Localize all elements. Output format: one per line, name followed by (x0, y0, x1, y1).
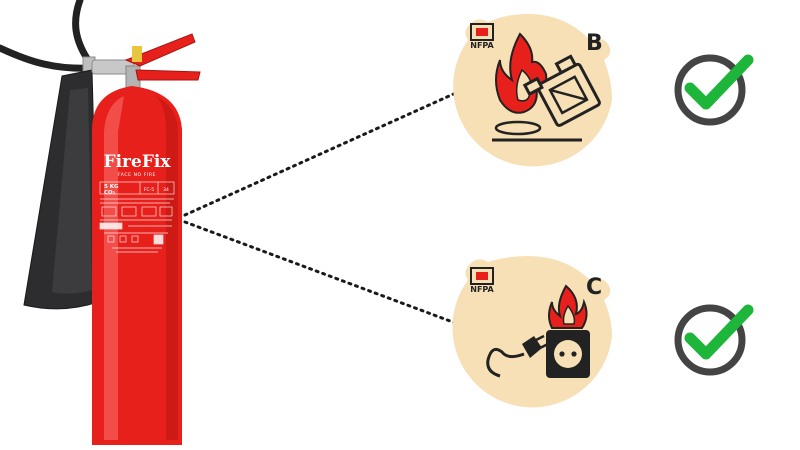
brand-name: FireFix (104, 152, 172, 172)
electrical-plug-socket-fire-icon (486, 284, 590, 378)
safety-seal (132, 46, 142, 62)
carry-handle[interactable] (135, 69, 201, 81)
nfpa-badge-b: NFPA (470, 23, 495, 50)
rating-panel (99, 181, 175, 195)
check-mark-class-b-icon (674, 54, 754, 126)
check-mark-class-c-icon (674, 304, 754, 376)
rating-cell-2: FC-5 (144, 187, 154, 193)
flammable-liquid-fuel-can-fire-icon (492, 32, 601, 142)
brand-tagline: FACE NO FIRE (118, 172, 156, 178)
fire-class-c-panel: NFPA C (452, 256, 612, 408)
class-b-letter: B (586, 31, 603, 56)
fire-class-b-panel: NFPA B (453, 14, 612, 167)
nfpa-label-c: NFPA (470, 285, 494, 294)
discharge-horn-shade (52, 88, 92, 294)
nfpa-badge-c: NFPA (470, 267, 495, 294)
connector-line-class-b (183, 90, 460, 217)
nfpa-label-b: NFPA (470, 41, 494, 50)
fire-extinguisher: FireFix FACE NO FIRE 5 KG CO₂ FC-5 34 (0, 0, 201, 445)
lever-handle[interactable] (124, 33, 196, 67)
class-c-letter: C (586, 275, 602, 300)
capacity-label: 5 KG (104, 184, 119, 190)
fine-print-block (99, 198, 174, 253)
agent-label: CO₂ (104, 190, 116, 196)
connector-line-class-c (183, 220, 460, 326)
hose-upper (72, 0, 92, 64)
rating-cell-3: 34 (163, 187, 169, 193)
